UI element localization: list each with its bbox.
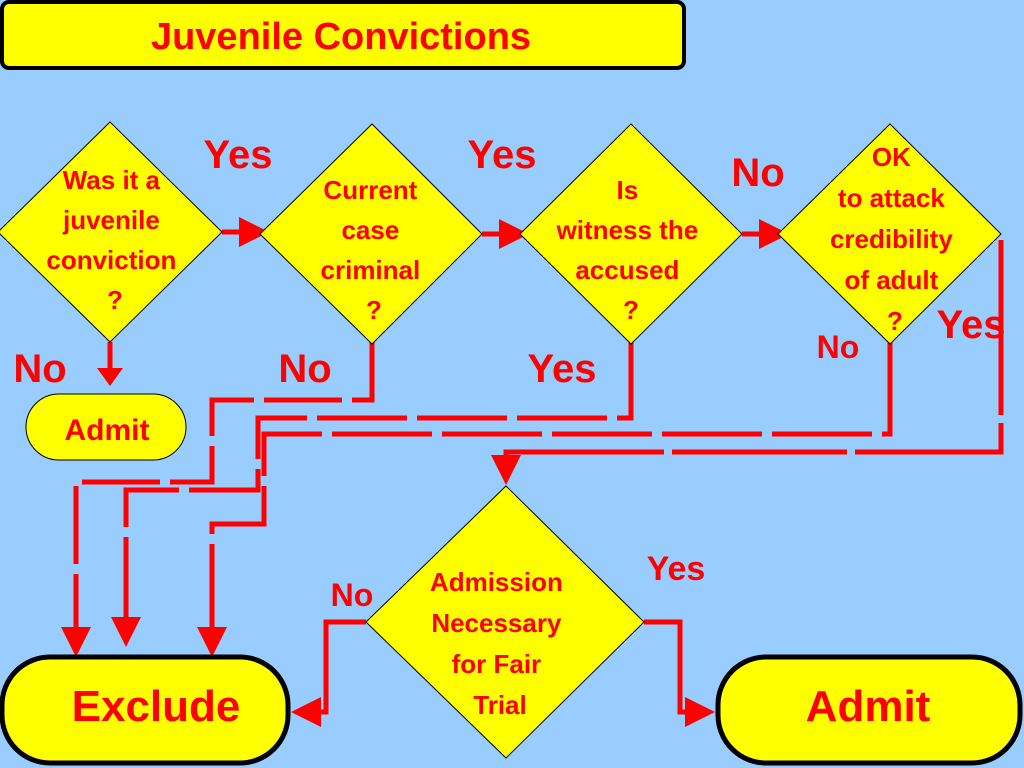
connectors [61, 217, 1004, 727]
edge-label-criminal-no: No [278, 347, 331, 391]
edge-label-credibility-yes: Yes [937, 303, 1006, 347]
connector-juvenile-to-admit-arrowhead [97, 368, 123, 386]
edge-label-witness-no: No [731, 151, 784, 195]
decision-text-witness-accused: Is witness the accused ? [556, 175, 706, 325]
decision-text-fair-trial: Admission Necessary for Fair Trial [430, 567, 570, 720]
terminal-exclude [0, 654, 291, 766]
decision-diamond-fair-trial [365, 485, 645, 759]
connector-fair-trial-to-admit [644, 619, 715, 727]
decision-diamond-current-case-criminal [259, 123, 483, 345]
edge-label-juvenile-yes: Yes [204, 133, 273, 177]
edge-label-juvenile-no: No [13, 347, 66, 391]
terminal-admit-small-label: Admit [65, 414, 150, 447]
edge-label-fair-trial-yes: Yes [647, 550, 706, 588]
edge-label-credibility-no: No [817, 329, 860, 365]
edge-label-witness-yes: Yes [528, 347, 597, 391]
terminal-admit-small [25, 393, 187, 461]
connector-credibility-to-exclude [197, 342, 893, 657]
decision-diamond-witness-accused [519, 123, 743, 345]
connector-witness-to-exclude [111, 342, 634, 647]
connector-fair-trial-to-exclude [291, 619, 366, 727]
connector-credibility-to-fair-trial [491, 240, 1004, 485]
page-title: Juvenile Convictions [151, 16, 531, 58]
decision-text-credibility-adult: OK to attack credibility of adult ? [830, 142, 960, 336]
decision-text-current-case-criminal: Current case criminal ? [321, 175, 428, 325]
edge-label-criminal-yes: Yes [468, 133, 537, 177]
decision-diamond-credibility-adult [777, 123, 1002, 345]
terminal-admit-large-label: Admit [806, 682, 931, 731]
terminal-admit-large [715, 654, 1023, 766]
edge-label-fair-trial-no: No [331, 577, 374, 613]
terminal-exclude-label: Exclude [72, 682, 241, 731]
decision-text-juvenile-conviction: Was it a juvenile conviction ? [46, 165, 183, 315]
connector-criminal-to-exclude [61, 342, 375, 657]
decision-diamond-juvenile-conviction [0, 121, 223, 343]
title-box [0, 0, 686, 70]
